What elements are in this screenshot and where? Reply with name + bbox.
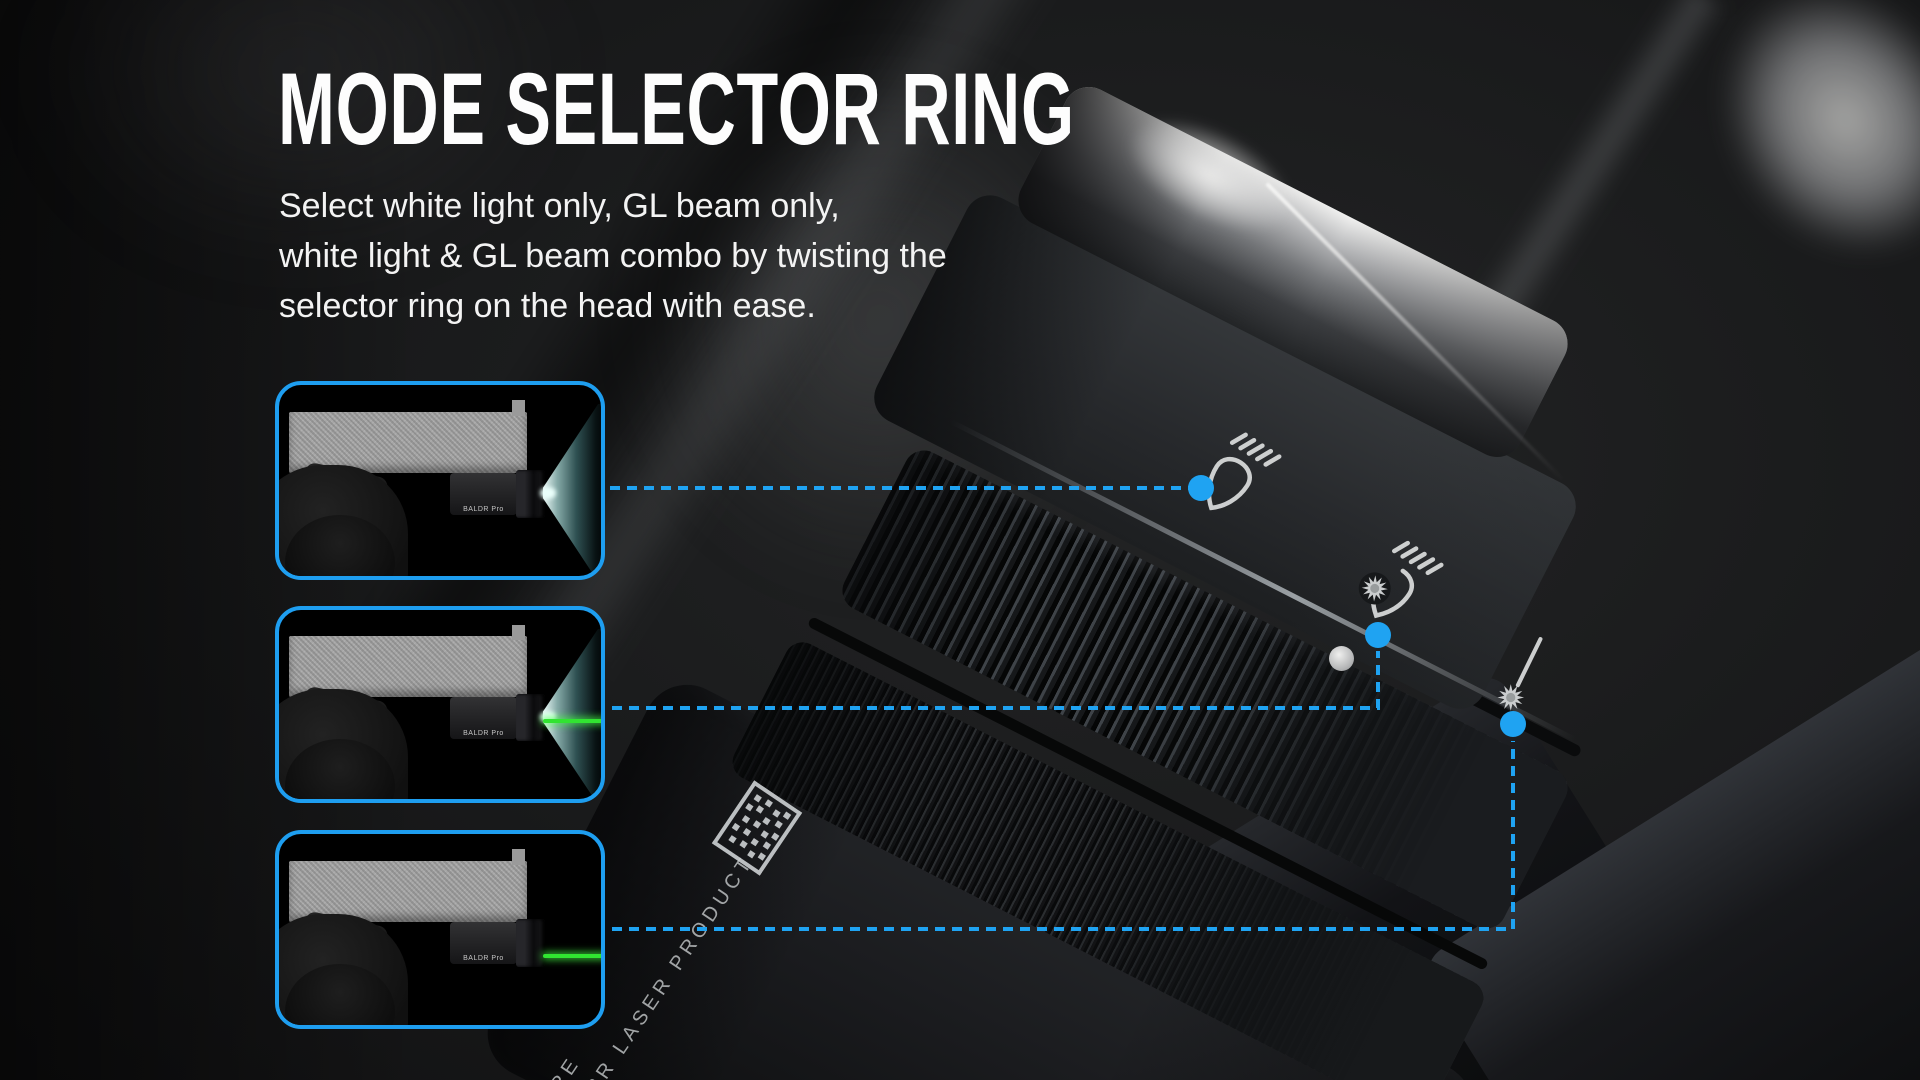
weapon-light-body: BALDR Pro [449,472,518,515]
weapon-light-head [515,694,545,742]
description-line: white light & GL beam combo by twisting … [279,237,947,275]
description-line: selector ring on the head with ease. [279,287,816,325]
pistol-slide [288,860,527,922]
pistol-slide [288,636,527,697]
white-light-beam-icon [1177,418,1287,534]
pistol-front-sight [512,400,526,416]
pistol-front-sight [512,849,526,865]
green-laser-beam [543,718,601,723]
weapon-light-label: BALDR Pro [463,729,504,737]
mode-thumbnail-white-light-only: BALDR Pro [275,381,605,580]
beam-hotspot [539,487,556,500]
weapon-light-body: BALDR Pro [449,696,518,739]
weapon-light-body: BALDR Pro [449,921,518,964]
mode-thumbnail-gl-beam-only: BALDR Pro [275,830,605,1029]
weapon-light-label: BALDR Pro [463,505,504,513]
page-title: MODE SELECTOR RING [278,52,1075,166]
description: Select white light only, GL beam only, w… [279,181,947,331]
green-laser-beam [543,954,601,959]
weapon-light-head [515,469,545,518]
weapon-light-head [515,918,545,967]
laser-starburst-icon [1490,634,1554,720]
mode-thumbnail-white-light-and-gl-beam: BALDR Pro [275,606,605,803]
description-line: Select white light only, GL beam only, [279,187,840,225]
pistol-slide [288,411,527,473]
weapon-light-label: BALDR Pro [463,954,504,962]
background-rifle-highlight [1673,0,1920,300]
selector-indicator-dot [1329,646,1354,671]
white-light-plus-laser-icon [1330,521,1457,652]
pistol-front-sight [512,625,526,641]
